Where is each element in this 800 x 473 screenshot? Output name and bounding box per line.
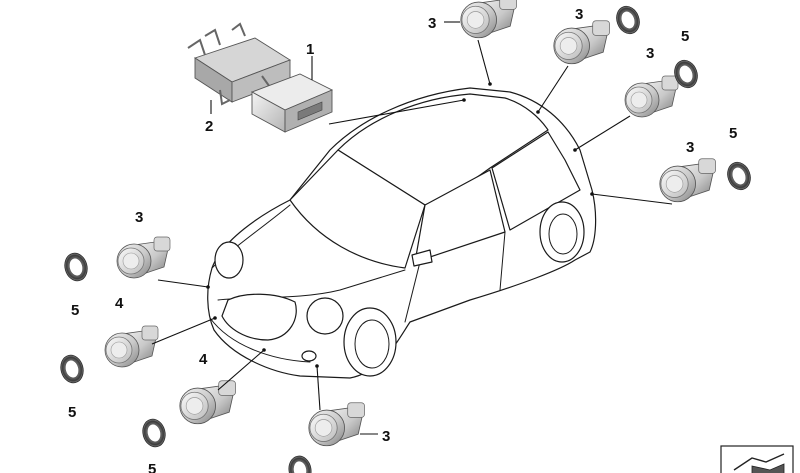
callout-5-rear-high: 5 [681, 28, 689, 45]
callout-3-front-low: 3 [382, 428, 390, 445]
callout-3-front-side: 3 [135, 209, 143, 226]
catalog-symbol-icon [720, 445, 794, 473]
callout-3-top: 3 [428, 15, 436, 32]
car-outline-icon [207, 87, 597, 379]
callout-5-front-low: 5 [68, 404, 76, 421]
control-unit-icon [250, 73, 334, 133]
leader-lines [151, 21, 673, 435]
callout-5-front-side: 5 [71, 302, 79, 319]
callout-4-center: 4 [199, 351, 208, 368]
callout-3-rear-mid: 3 [646, 45, 654, 62]
callout-3-rear-high: 3 [575, 6, 583, 23]
callout-1: 1 [306, 41, 314, 58]
callout-3-rear-side: 3 [686, 139, 694, 156]
callout-labels: 1 2 3 3 3 3 3 3 4 4 5 5 5 5 5 [68, 6, 737, 473]
callout-5-bottom: 5 [148, 461, 156, 473]
callout-5-rear-side: 5 [729, 125, 737, 142]
callout-2: 2 [205, 118, 213, 135]
callout-4-left: 4 [115, 295, 124, 312]
